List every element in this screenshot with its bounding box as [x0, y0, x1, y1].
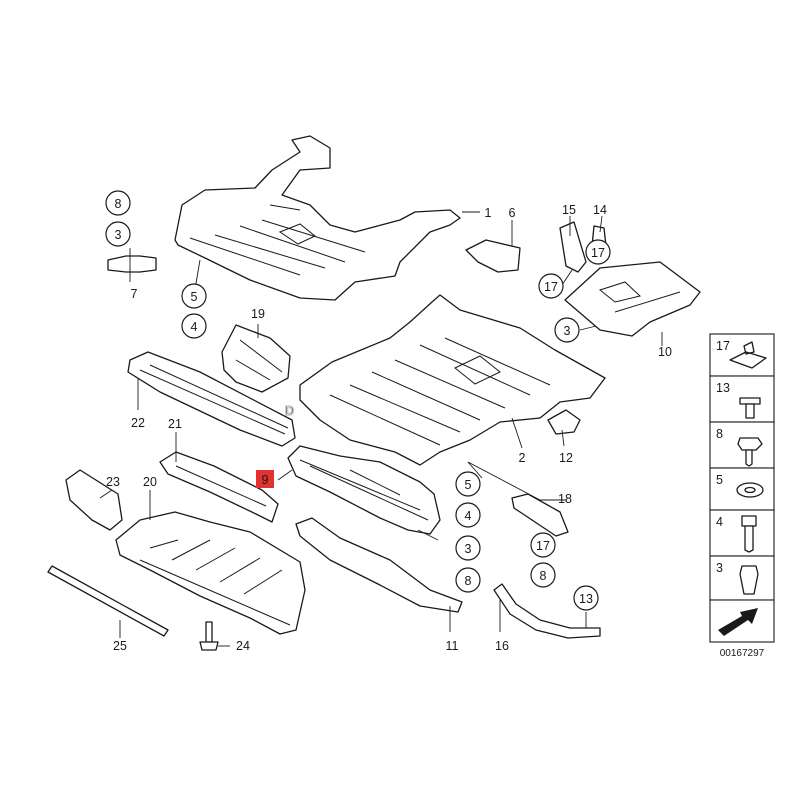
callout-17: 17	[544, 280, 558, 294]
callout-24: 24	[236, 639, 250, 653]
leader-lines	[99, 211, 663, 647]
callout-8: 8	[540, 569, 547, 583]
part-1-front-underbody-shield	[174, 135, 461, 301]
callout-7: 7	[131, 287, 138, 301]
part-25-rod	[47, 565, 169, 637]
callout-21: 21	[168, 417, 182, 431]
part-6-bracket	[465, 239, 521, 273]
callout-22: 22	[131, 416, 145, 430]
sheet-nut-icon	[739, 565, 759, 595]
part-12-rear-piece	[547, 409, 581, 435]
callout-4: 4	[465, 509, 472, 523]
callout-17: 17	[591, 246, 605, 260]
part-9-air-duct	[287, 445, 441, 535]
washer-icon	[736, 482, 764, 498]
part-19-small-shield	[221, 324, 291, 393]
callout-15: 15	[562, 203, 576, 217]
legend-cell-17	[709, 333, 775, 377]
callout-3: 3	[564, 324, 571, 338]
legend-label-8: 8	[716, 427, 723, 441]
callout-16: 16	[495, 639, 509, 653]
legend-label-17: 17	[716, 339, 730, 353]
drawing-number: 00167297	[720, 648, 765, 659]
legend-label-4: 4	[716, 515, 723, 529]
part-23-side-panel	[65, 469, 123, 531]
callout-10: 10	[658, 345, 672, 359]
callout-labels: 8 3 7 5 4 1 6 15 14 17 17 3 10 19 22 21 …	[106, 197, 672, 653]
hex-screw-icon	[737, 437, 763, 467]
callout-17: 17	[536, 539, 550, 553]
callout-9-highlighted: 9	[262, 473, 269, 487]
callout-23: 23	[106, 475, 120, 489]
callout-8: 8	[465, 574, 472, 588]
fastener-legend: 17 13 8 5 4 3	[709, 333, 775, 643]
part-15-bracket	[559, 221, 587, 273]
callout-11: 11	[446, 639, 459, 653]
highlighted-callout-box	[256, 470, 274, 488]
part-24-screw	[199, 621, 219, 651]
expansion-rivet-icon	[739, 397, 761, 419]
legend-label-3: 3	[716, 561, 723, 575]
callout-14: 14	[593, 203, 607, 217]
part-2-centre-underbody-panel	[299, 294, 606, 466]
part-16-curved-strip	[493, 583, 601, 639]
part-18-bracket	[511, 493, 569, 537]
orientation-arrow-icon	[718, 608, 758, 636]
callout-25: 25	[113, 639, 127, 653]
callout-5: 5	[465, 478, 472, 492]
callout-2: 2	[519, 451, 526, 465]
legend-label-13: 13	[716, 381, 730, 395]
callout-3: 3	[465, 542, 472, 556]
callout-20: 20	[143, 475, 157, 489]
callout-18: 18	[558, 492, 572, 506]
callout-circles	[105, 190, 611, 611]
callout-5: 5	[191, 290, 198, 304]
part-7-bracket	[107, 255, 157, 273]
clip-nut-icon	[729, 341, 767, 369]
callout-6: 6	[509, 206, 516, 220]
part-11-trim-strip	[295, 517, 463, 613]
legend-label-5: 5	[716, 473, 723, 487]
callout-3: 3	[115, 228, 122, 242]
part-20-front-underbody	[115, 511, 306, 635]
callout-4: 4	[191, 320, 198, 334]
bolt-icon	[741, 515, 757, 553]
callout-19: 19	[251, 307, 265, 321]
callout-12: 12	[559, 451, 573, 465]
callout-13: 13	[579, 592, 593, 606]
part-21-air-duct	[159, 451, 279, 523]
callout-1: 1	[485, 206, 492, 220]
part-22-radiator-duct	[127, 351, 296, 447]
part-10-rear-shield	[564, 261, 701, 337]
callout-8: 8	[115, 197, 122, 211]
